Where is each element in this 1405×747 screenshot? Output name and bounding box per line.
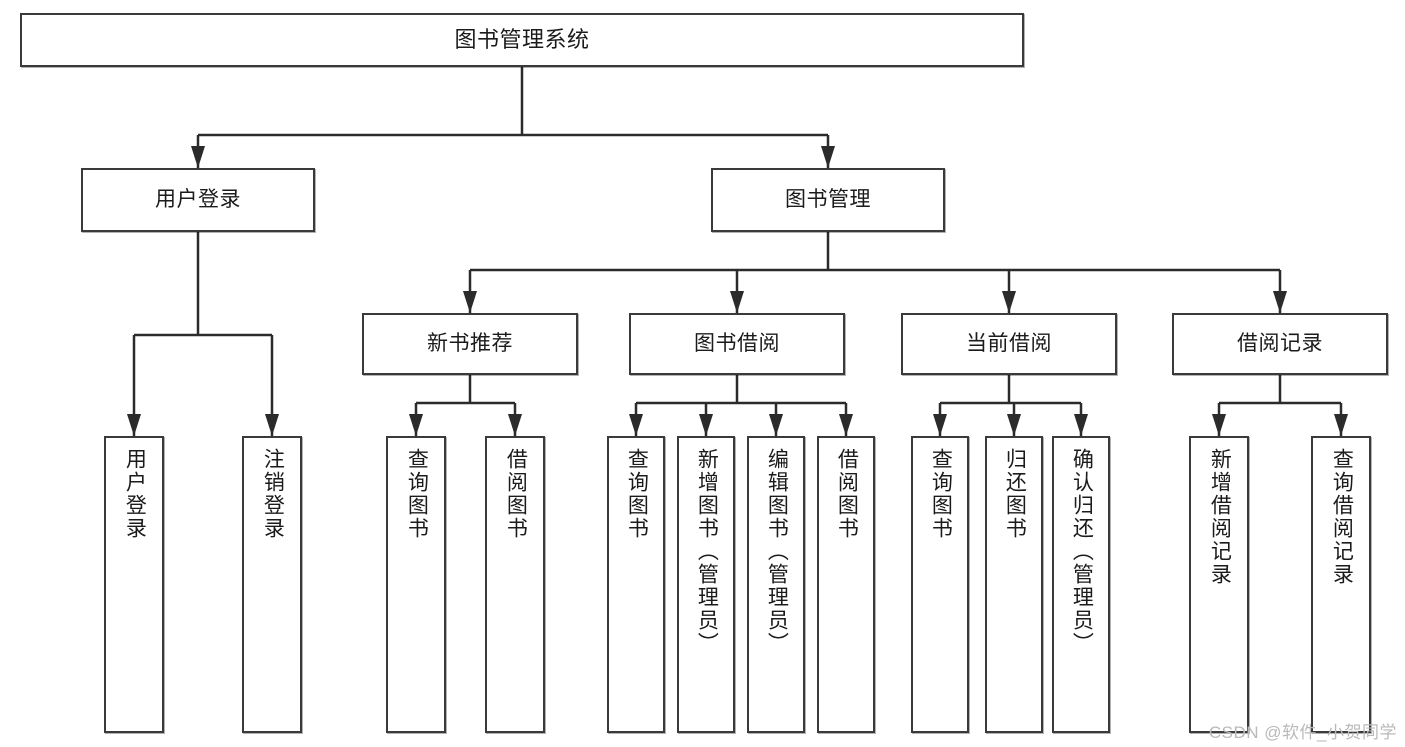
node-label: 借阅图书: [835, 448, 859, 540]
node-bookmgmt[interactable]: 图书管理: [711, 168, 945, 232]
node-current[interactable]: 当前借阅: [901, 313, 1117, 375]
node-l-logout[interactable]: 注销登录: [242, 436, 302, 733]
node-label: 查询图书: [929, 448, 953, 540]
arrowhead-icon: [1002, 291, 1016, 313]
arrowhead-icon: [839, 414, 853, 436]
node-label: 当前借阅: [966, 331, 1052, 355]
node-l-b1[interactable]: 借阅图书: [485, 436, 545, 733]
node-l-qrec[interactable]: 查询借阅记录: [1311, 436, 1371, 733]
node-label: 查询借阅记录: [1330, 448, 1354, 586]
node-login[interactable]: 用户登录: [81, 168, 315, 232]
node-label: 借阅记录: [1237, 331, 1323, 355]
arrowhead-icon: [265, 414, 279, 436]
arrowhead-icon: [730, 291, 744, 313]
arrowhead-icon: [629, 414, 643, 436]
node-l-confirm[interactable]: 确认归还（管理员）: [1052, 436, 1110, 733]
node-l-return[interactable]: 归还图书: [985, 436, 1043, 733]
arrowhead-icon: [699, 414, 713, 436]
node-label: 新增图书（管理员）: [695, 448, 719, 655]
node-label: 图书管理: [785, 187, 871, 211]
node-l-q1[interactable]: 查询图书: [386, 436, 446, 733]
arrowhead-icon: [1273, 291, 1287, 313]
node-label: 归还图书: [1003, 448, 1027, 540]
node-root[interactable]: 图书管理系统: [20, 13, 1024, 67]
node-l-edit[interactable]: 编辑图书（管理员）: [747, 436, 805, 733]
node-label: 确认归还（管理员）: [1070, 448, 1094, 655]
node-label: 用户登录: [123, 448, 147, 540]
watermark-text: CSDN @软件_小贺同学: [1208, 723, 1397, 742]
node-l-q2[interactable]: 查询图书: [607, 436, 665, 733]
node-label: 图书管理系统: [454, 27, 590, 53]
node-l-addrec[interactable]: 新增借阅记录: [1189, 436, 1249, 733]
arrowhead-icon: [409, 414, 423, 436]
arrowhead-icon: [933, 414, 947, 436]
arrowhead-icon: [1212, 414, 1226, 436]
arrowhead-icon: [127, 414, 141, 436]
node-l-add[interactable]: 新增图书（管理员）: [677, 436, 735, 733]
arrowhead-icon: [463, 291, 477, 313]
arrowhead-icon: [1074, 414, 1088, 436]
node-records[interactable]: 借阅记录: [1172, 313, 1388, 375]
node-label: 查询图书: [405, 448, 429, 540]
node-l-b2[interactable]: 借阅图书: [817, 436, 875, 733]
node-label: 借阅图书: [504, 448, 528, 540]
arrowhead-icon: [769, 414, 783, 436]
node-l-login[interactable]: 用户登录: [104, 436, 164, 733]
node-label: 新增借阅记录: [1208, 448, 1232, 586]
node-borrow[interactable]: 图书借阅: [629, 313, 845, 375]
node-label: 注销登录: [261, 448, 285, 540]
node-label: 编辑图书（管理员）: [765, 448, 789, 655]
node-newbook[interactable]: 新书推荐: [362, 313, 578, 375]
node-label: 图书借阅: [694, 331, 780, 355]
node-label: 用户登录: [155, 187, 241, 211]
node-l-q3[interactable]: 查询图书: [911, 436, 969, 733]
arrowhead-icon: [1334, 414, 1348, 436]
arrowhead-icon: [508, 414, 522, 436]
arrowhead-icon: [821, 146, 835, 168]
arrowhead-icon: [191, 146, 205, 168]
arrowhead-icon: [1007, 414, 1021, 436]
node-label: 新书推荐: [427, 331, 513, 355]
node-label: 查询图书: [625, 448, 649, 540]
